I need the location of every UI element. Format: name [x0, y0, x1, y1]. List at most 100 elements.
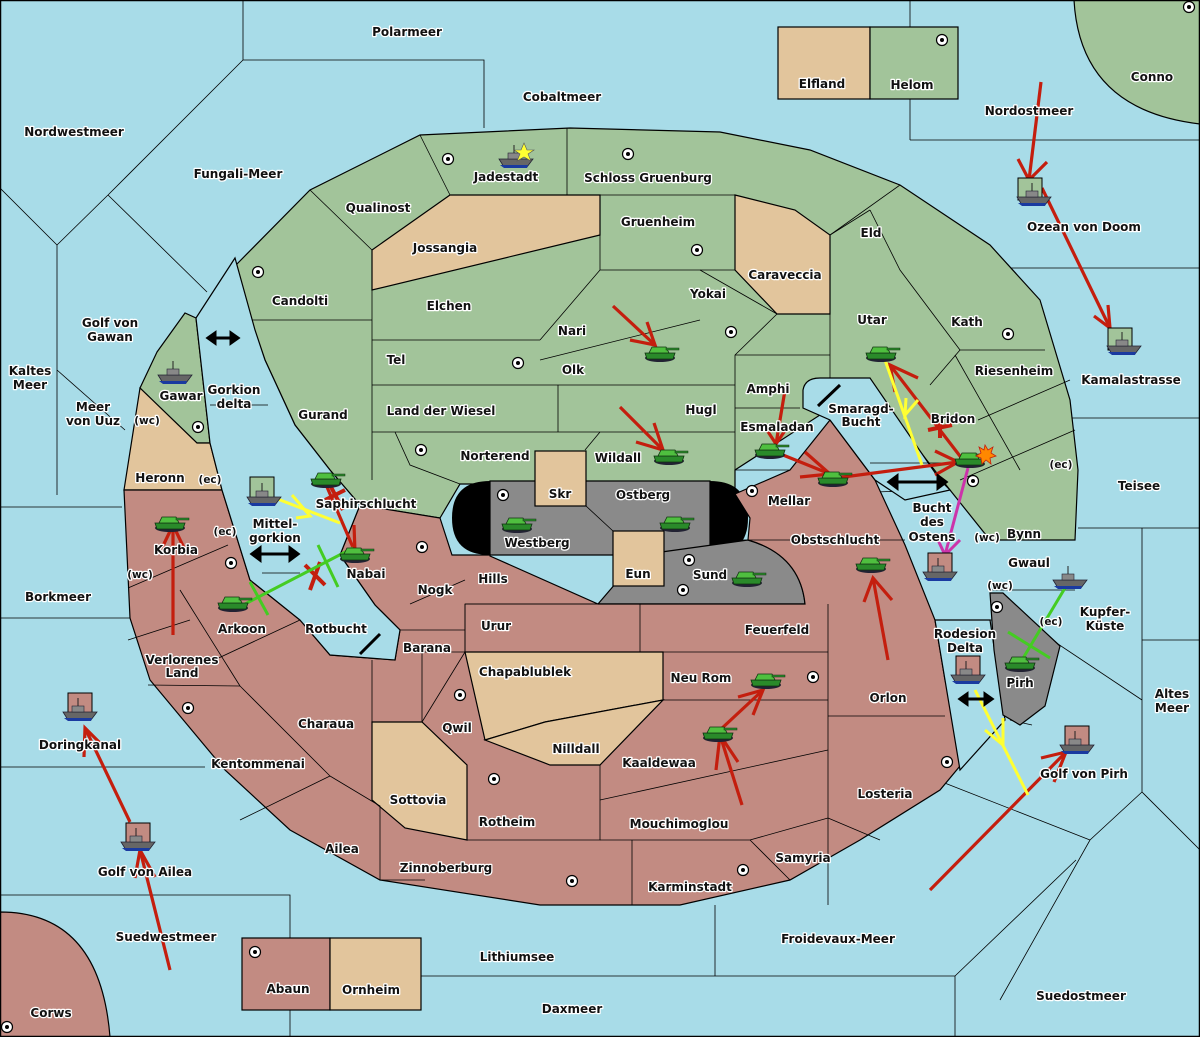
province-nilldall[interactable] [483, 699, 665, 766]
label-suedwest: Suedwestmeer [116, 930, 217, 944]
label-heronn-ec: (ec) [199, 474, 222, 486]
label-westberg: Westberg [504, 536, 569, 550]
label-gawar: Gawar [159, 389, 202, 403]
label-heronn: Heronn [135, 471, 184, 485]
province-eun[interactable] [612, 530, 665, 587]
label-kamala: Kamalastrasse [1081, 373, 1181, 387]
province-conno[interactable] [1073, 0, 1200, 125]
supply-center-icon [511, 356, 525, 370]
supply-center-icon [1001, 327, 1015, 341]
label-saphir: Saphirschlucht [316, 497, 417, 511]
label-fungali: Fungali-Meer [194, 167, 283, 181]
label-obst: Obstschlucht [791, 533, 880, 547]
arrow-head [629, 321, 658, 348]
label-nogk: Nogk [418, 583, 454, 597]
move-arrow [888, 364, 965, 461]
label-bridon-ec: (ec) [1050, 459, 1073, 471]
label-orlon: Orlon [869, 691, 906, 705]
green-internal-borders [245, 128, 1076, 591]
sea-smaragd-bucht[interactable] [802, 377, 952, 501]
supply-center-icon [565, 874, 579, 888]
label-rotbucht: Rotbucht [305, 622, 367, 636]
supply-center-icon [441, 152, 455, 166]
label-schloss: Schloss Gruenburg [584, 171, 712, 185]
label-urur: Urur [481, 619, 511, 633]
label-pirh: Pirh [1006, 676, 1033, 690]
supply-center-icon [682, 553, 696, 567]
double-arrow [358, 632, 382, 656]
label-olk: Olk [562, 363, 585, 377]
label-chapa: Chapablublek [479, 665, 572, 679]
move-arrow [611, 304, 657, 347]
label-wiesel: Land der Wiesel [387, 404, 496, 418]
label-ozean: Ozean von Doom [1027, 220, 1141, 234]
province-skr[interactable] [534, 450, 587, 507]
supply-center-icon [935, 33, 949, 47]
move-arrow [782, 453, 831, 476]
star-icon [513, 142, 535, 162]
orders-layer [82, 81, 1112, 971]
label-ostberg: Ostberg [616, 488, 670, 502]
move-arrow [1027, 81, 1043, 181]
label-elchen: Elchen [427, 299, 472, 313]
supply-center-icon [453, 688, 467, 702]
label-tel: Tel [387, 353, 406, 367]
double-arrow [816, 383, 842, 408]
labels-layer: Polarmeer Cobaltmeer Nordwestmeer Fungal… [7, 24, 1190, 1022]
label-neurom: Neu Rom [671, 671, 732, 685]
province-elfland[interactable] [777, 26, 871, 100]
label-eun: Eun [625, 567, 650, 581]
label-bucht-2: des [920, 515, 944, 529]
label-barana: Barana [403, 641, 451, 655]
hold-support-line [244, 546, 354, 606]
label-bridon: Bridon [931, 412, 976, 426]
label-nari: Nari [558, 324, 586, 338]
support-line [883, 359, 924, 466]
province-ornheim[interactable] [329, 937, 422, 1011]
label-golfailea: Golf von Ailea [98, 865, 192, 879]
label-helom: Helom [890, 78, 933, 92]
units-layer [62, 142, 1142, 852]
label-sund: Sund [693, 568, 727, 582]
supply-center-icon [0, 1020, 14, 1034]
label-gurand: Gurand [298, 408, 348, 422]
label-korbia: Korbia [154, 543, 198, 557]
province-corws[interactable] [0, 911, 111, 1037]
label-eld: Eld [861, 226, 882, 240]
label-arkoon: Arkoon [218, 622, 266, 636]
label-pirh-ec: (ec) [1040, 616, 1063, 628]
move-arrow [83, 727, 132, 823]
label-jadestadt: Jadestadt [473, 170, 539, 184]
label-verlorenes-2: Land [166, 666, 199, 680]
move-arrow [718, 734, 744, 806]
arrow-head [82, 724, 105, 758]
label-doring: Doringkanal [39, 738, 121, 752]
supply-center-icon [966, 474, 980, 488]
label-froidevaux: Froidevaux-Meer [781, 932, 895, 946]
supply-center-icon [414, 443, 428, 457]
label-golfgawan-1: Golf von [82, 316, 138, 330]
label-korbia-wc: (wc) [127, 569, 153, 581]
label-elfland: Elfland [799, 77, 845, 91]
arrow-head [737, 687, 766, 716]
supply-center-icon [806, 670, 820, 684]
move-arrow [928, 750, 1068, 892]
label-suedost: Suedostmeer [1036, 989, 1126, 1003]
label-gawar-wc: (wc) [134, 415, 160, 427]
label-kupfer-2: Küste [1086, 619, 1125, 633]
supply-center-icon [181, 701, 195, 715]
label-bynn-wc: (wc) [974, 532, 1000, 544]
label-abaun: Abaun [266, 982, 309, 996]
hold-support-line [1020, 587, 1067, 661]
label-jossangia: Jossangia [412, 241, 477, 255]
burst-icon [975, 443, 997, 465]
supply-center-icon [676, 583, 690, 597]
sea-gorkion-inner[interactable] [195, 256, 401, 661]
label-qualinost: Qualinost [346, 201, 411, 215]
label-verlorenes-1: Verlorenes [146, 653, 219, 667]
label-riesenheim: Riesenheim [975, 364, 1054, 378]
label-daxmeer: Daxmeer [542, 1002, 603, 1016]
supply-center-icon [248, 945, 262, 959]
failed-order-x [324, 484, 346, 511]
